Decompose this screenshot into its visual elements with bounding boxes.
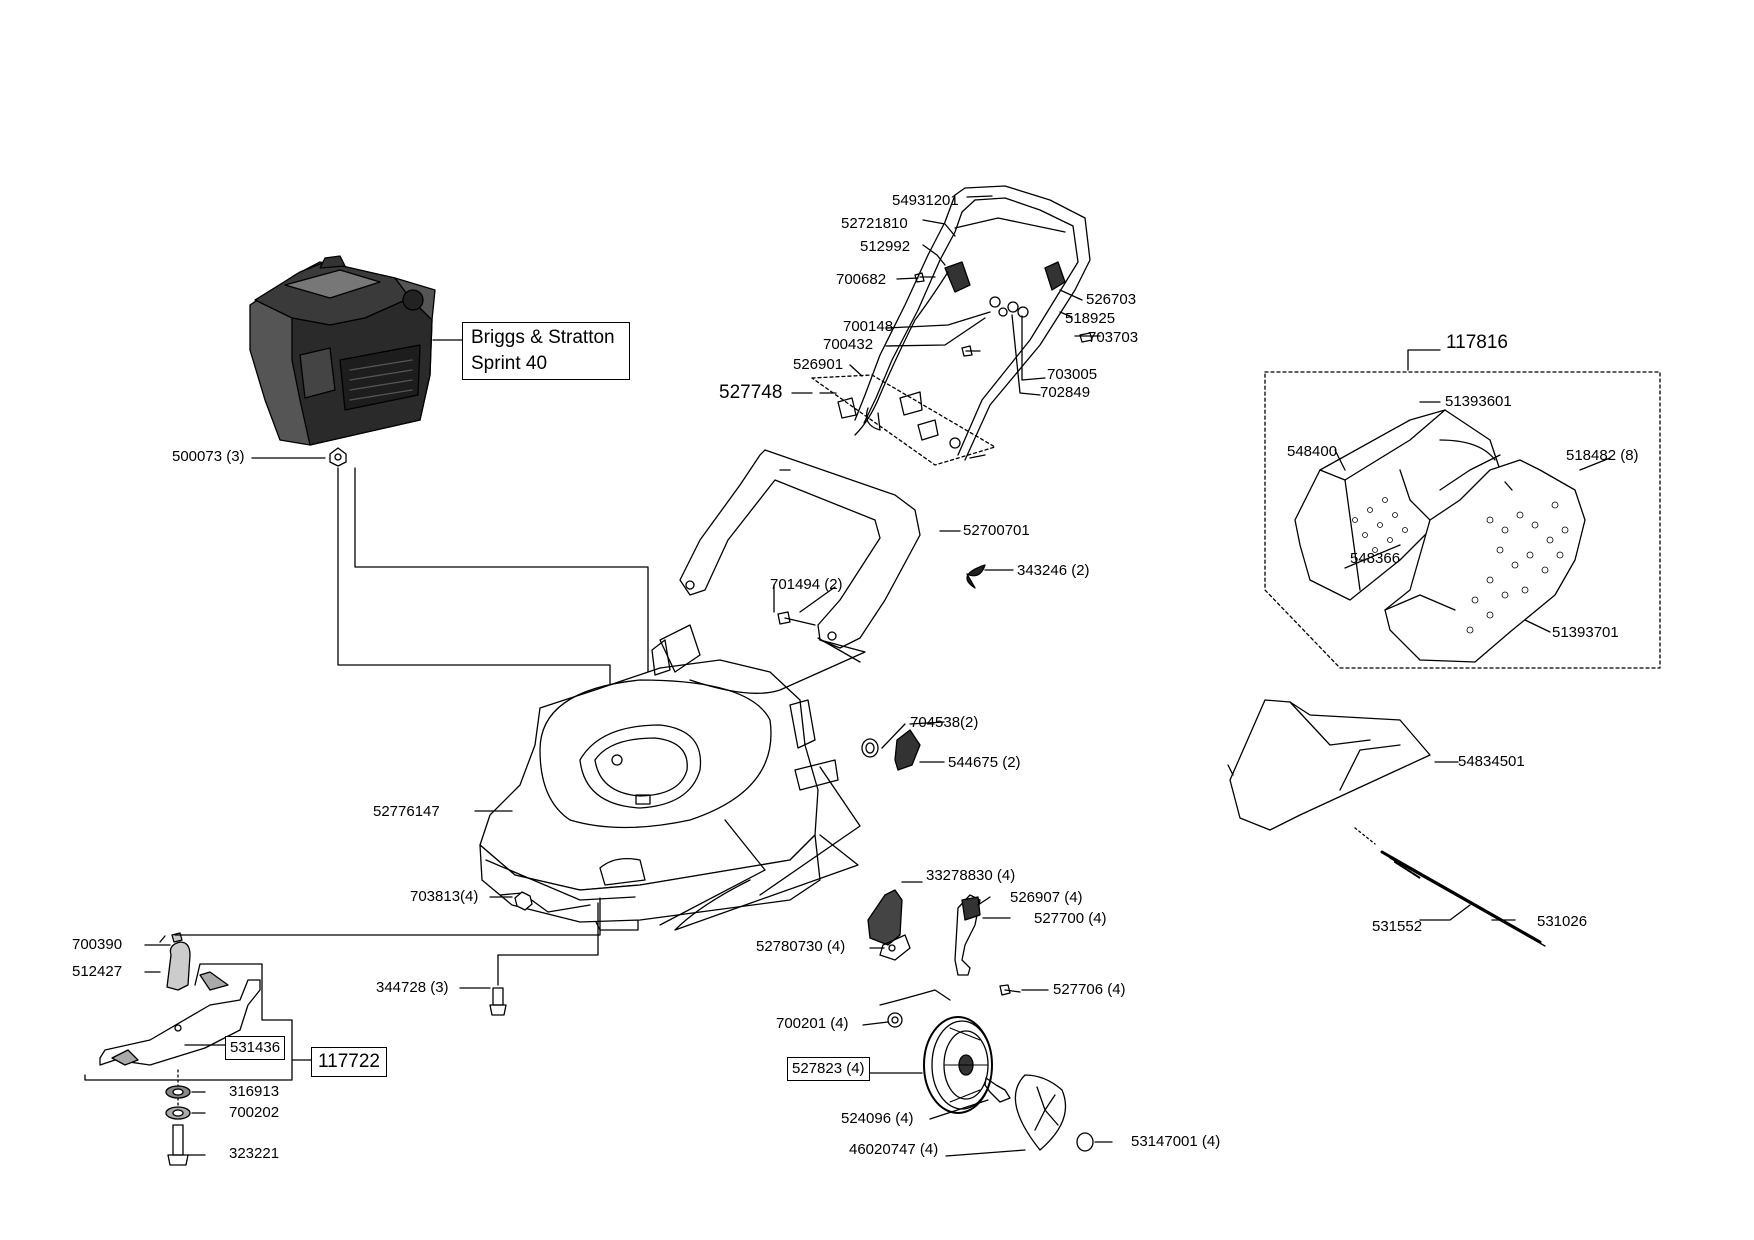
- part-label-33278830: 33278830 (4): [926, 867, 1016, 884]
- engine-bolt: [329, 447, 347, 467]
- part-label-518925: 518925: [1065, 310, 1116, 327]
- lower-handle: [679, 449, 921, 663]
- part-label-700201: 700201 (4): [776, 1015, 849, 1032]
- part-label-531552: 531552: [1372, 918, 1423, 935]
- part-label-52700701: 52700701: [963, 522, 1030, 539]
- part-label-512992: 512992: [860, 238, 911, 255]
- part-label-703813: 703813(4): [410, 888, 479, 905]
- part-label-51393601: 51393601: [1445, 393, 1512, 410]
- part-label-544675: 544675 (2): [948, 754, 1021, 771]
- part-label-52776147: 52776147: [373, 803, 440, 820]
- deflector: [1227, 699, 1431, 831]
- part-label-703703: 703703: [1088, 329, 1139, 346]
- part-label-524096: 524096 (4): [841, 1110, 914, 1127]
- part-label-700432: 700432: [823, 336, 874, 353]
- part-label-46020747: 46020747 (4): [849, 1141, 939, 1158]
- part-label-316913: 316913: [229, 1083, 280, 1100]
- engine-brand-label: Briggs & Stratton: [471, 327, 615, 348]
- engine-label-box: Briggs & Stratton Sprint 40: [462, 322, 630, 380]
- engine-model-label: Sprint 40: [471, 353, 548, 374]
- part-label-526901: 526901: [793, 356, 844, 373]
- part-label-531026: 531026: [1537, 913, 1588, 930]
- part-label-512427: 512427: [72, 963, 123, 980]
- part-box-527823: 527823 (4): [787, 1057, 870, 1081]
- part-label-700202: 700202: [229, 1104, 280, 1121]
- part-box-531436: 531436: [225, 1036, 286, 1060]
- part-label-703005: 703005: [1047, 366, 1098, 383]
- part-label-701494: 701494 (2): [770, 576, 843, 593]
- part-label-548366: 548366: [1350, 550, 1401, 567]
- part-label-52780730: 52780730 (4): [756, 938, 846, 955]
- engine-illustration: [249, 255, 436, 446]
- part-label-51393701: 51393701: [1552, 624, 1619, 641]
- part-box-117722: 117722: [311, 1047, 387, 1077]
- part-label-518482: 518482 (8): [1566, 447, 1639, 464]
- blade: [99, 971, 261, 1066]
- part-label-700390: 700390: [72, 936, 123, 953]
- part-label-117816: 117816: [1446, 332, 1508, 353]
- part-label-343246: 343246 (2): [1017, 562, 1090, 579]
- part-label-526703: 526703: [1086, 291, 1137, 308]
- part-label-500073: 500073 (3): [172, 448, 245, 465]
- part-label-702849: 702849: [1040, 384, 1091, 401]
- part-label-527700: 527700 (4): [1034, 910, 1107, 927]
- part-label-700148: 700148: [843, 318, 894, 335]
- part-label-344728: 344728 (3): [376, 979, 449, 996]
- part-label-548400: 548400: [1287, 443, 1338, 460]
- part-label-527706: 527706 (4): [1053, 981, 1126, 998]
- part-label-526907: 526907 (4): [1010, 889, 1083, 906]
- part-label-527748: 527748: [719, 382, 783, 403]
- part-label-54931201: 54931201: [892, 192, 959, 209]
- grass-bag: [1294, 409, 1586, 663]
- mower-deck: [479, 624, 839, 926]
- upper-handle: [854, 185, 1091, 461]
- wheel: [923, 1016, 993, 1114]
- part-label-53147001: 53147001 (4): [1131, 1133, 1221, 1150]
- part-label-323221: 323221: [229, 1145, 280, 1162]
- part-label-54834501: 54834501: [1458, 753, 1525, 770]
- part-label-52721810: 52721810: [841, 215, 908, 232]
- part-label-704538: 704538(2): [910, 714, 979, 731]
- part-label-700682: 700682: [836, 271, 887, 288]
